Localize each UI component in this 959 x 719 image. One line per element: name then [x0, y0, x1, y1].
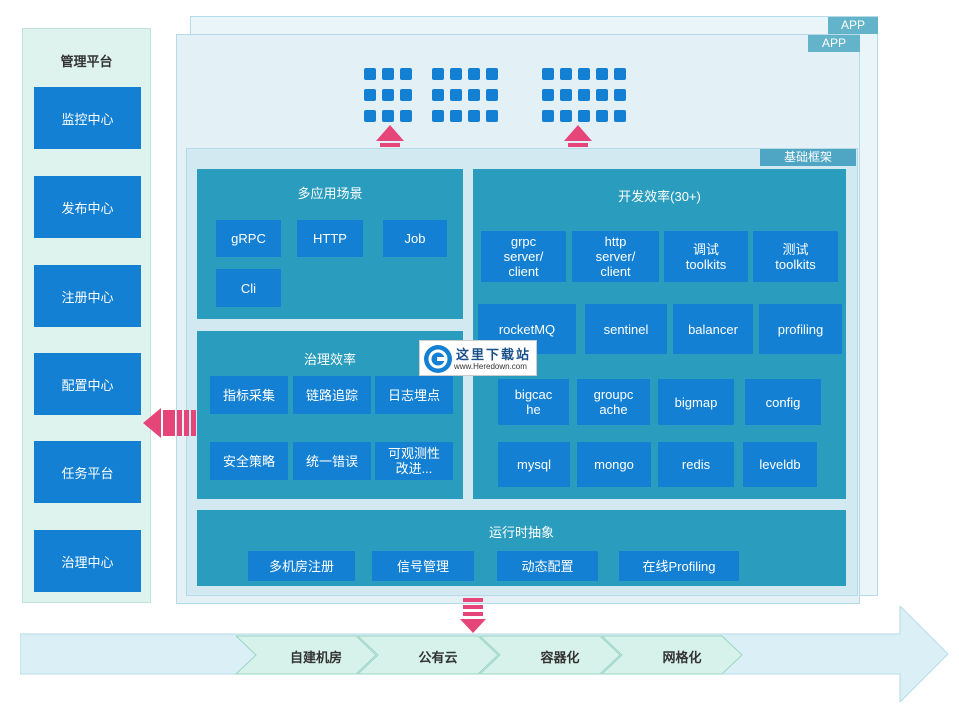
- dev-grpc-server-client[interactable]: grpc server/ client: [481, 231, 566, 282]
- runtime-signal-mgmt[interactable]: 信号管理: [372, 551, 474, 581]
- runtime-online-profiling[interactable]: 在线Profiling: [619, 551, 739, 581]
- instance-dot: [560, 89, 572, 101]
- instance-dot: [542, 68, 554, 80]
- left-arrow-icon: [143, 408, 196, 438]
- instance-dot-grid: [364, 68, 626, 124]
- dev-http-server-client[interactable]: http server/ client: [572, 231, 659, 282]
- mgmt-item-governance[interactable]: 治理中心: [34, 530, 141, 592]
- instance-dot: [400, 68, 412, 80]
- instance-dot: [364, 110, 376, 122]
- instance-dot: [400, 89, 412, 101]
- dev-mysql[interactable]: mysql: [498, 442, 570, 487]
- instance-dot: [450, 110, 462, 122]
- scenarios-panel: 多应用场景 gRPC HTTP Job Cli: [197, 169, 463, 319]
- instance-dot: [382, 89, 394, 101]
- dev-leveldb[interactable]: leveldb: [743, 442, 817, 487]
- dev-efficiency-panel: 开发效率(30+) grpc server/ client http serve…: [473, 169, 846, 499]
- scenario-job[interactable]: Job: [383, 220, 447, 257]
- instance-dot: [578, 110, 590, 122]
- infra-public-cloud: 公有云: [418, 650, 458, 665]
- scenario-http[interactable]: HTTP: [297, 220, 363, 257]
- instance-dot: [596, 68, 608, 80]
- instance-dot: [578, 89, 590, 101]
- instance-dot: [486, 110, 498, 122]
- framework-label: 基础框架: [760, 149, 856, 166]
- scenario-cli[interactable]: Cli: [216, 269, 281, 307]
- dev-mongo[interactable]: mongo: [577, 442, 651, 487]
- dev-config[interactable]: config: [745, 379, 821, 425]
- instance-dot: [614, 68, 626, 80]
- gov-tracing[interactable]: 链路追踪: [293, 376, 371, 414]
- dev-bigcache[interactable]: bigcac he: [498, 379, 569, 425]
- scenario-grpc[interactable]: gRPC: [216, 220, 281, 257]
- runtime-multi-dc-registry[interactable]: 多机房注册: [248, 551, 355, 581]
- mgmt-item-config[interactable]: 配置中心: [34, 353, 141, 415]
- dev-efficiency-title: 开发效率(30+): [618, 189, 701, 204]
- watermark-logo-icon: [424, 345, 452, 373]
- instance-dot: [560, 110, 572, 122]
- infra-chevrons: [236, 635, 743, 675]
- dev-profiling[interactable]: profiling: [759, 304, 842, 354]
- instance-dot: [560, 68, 572, 80]
- instance-dot: [468, 110, 480, 122]
- management-platform-title: 管理平台: [60, 54, 113, 69]
- app-label-front: APP: [808, 35, 860, 52]
- runtime-dynamic-config[interactable]: 动态配置: [497, 551, 598, 581]
- dev-bigmap[interactable]: bigmap: [658, 379, 734, 425]
- instance-dot: [614, 89, 626, 101]
- instance-dot: [432, 110, 444, 122]
- mgmt-item-registry[interactable]: 注册中心: [34, 265, 141, 327]
- instance-dot: [364, 68, 376, 80]
- watermark-url: www.Heredown.com: [454, 362, 527, 371]
- instance-dot: [450, 68, 462, 80]
- scenarios-title: 多应用场景: [297, 186, 363, 201]
- dev-sentinel[interactable]: sentinel: [585, 304, 667, 354]
- instance-dot: [468, 89, 480, 101]
- instance-dot: [486, 68, 498, 80]
- instance-dot: [468, 68, 480, 80]
- mgmt-item-release[interactable]: 发布中心: [34, 176, 141, 238]
- dev-test-toolkits[interactable]: 测试 toolkits: [753, 231, 838, 282]
- watermark: 这里下载站 www.Heredown.com: [419, 340, 537, 376]
- dev-balancer[interactable]: balancer: [673, 304, 753, 354]
- instance-dot: [450, 89, 462, 101]
- instance-dot: [542, 89, 554, 101]
- instance-dot: [400, 110, 412, 122]
- gov-logging[interactable]: 日志埋点: [375, 376, 453, 414]
- runtime-panel: 运行时抽象 多机房注册 信号管理 动态配置 在线Profiling: [197, 510, 846, 586]
- dev-groupcache[interactable]: groupc ache: [577, 379, 650, 425]
- dev-redis[interactable]: redis: [658, 442, 734, 487]
- instance-dot: [486, 89, 498, 101]
- instance-dot: [432, 68, 444, 80]
- down-arrow-icon: [460, 598, 486, 633]
- instance-dot: [596, 89, 608, 101]
- instance-dot: [578, 68, 590, 80]
- dev-debug-toolkits[interactable]: 调试 toolkits: [664, 231, 748, 282]
- instance-dot: [382, 68, 394, 80]
- infra-containerization: 容器化: [540, 650, 580, 665]
- gov-security[interactable]: 安全策略: [210, 442, 288, 480]
- mgmt-item-monitoring[interactable]: 监控中心: [34, 87, 141, 149]
- instance-dot: [364, 89, 376, 101]
- infra-service-mesh: 网格化: [662, 650, 702, 665]
- watermark-title: 这里下载站: [456, 348, 532, 363]
- instance-dot: [432, 89, 444, 101]
- infra-self-built-dc: 自建机房: [289, 650, 342, 665]
- instance-dot: [542, 110, 554, 122]
- governance-title: 治理效率: [303, 352, 356, 367]
- gov-observability[interactable]: 可观测性 改进...: [375, 442, 453, 480]
- management-platform: 管理平台 监控中心 发布中心 注册中心 配置中心 任务平台 治理中心: [22, 28, 151, 603]
- instance-dot: [596, 110, 608, 122]
- gov-metrics[interactable]: 指标采集: [210, 376, 288, 414]
- governance-panel: 治理效率 指标采集 链路追踪 日志埋点 安全策略 统一错误 可观测性 改进...: [197, 331, 463, 499]
- mgmt-item-task[interactable]: 任务平台: [34, 441, 141, 503]
- instance-dot: [614, 110, 626, 122]
- instance-dot: [382, 110, 394, 122]
- gov-errors[interactable]: 统一错误: [293, 442, 371, 480]
- app-label-back: APP: [828, 17, 878, 34]
- runtime-title: 运行时抽象: [488, 525, 554, 540]
